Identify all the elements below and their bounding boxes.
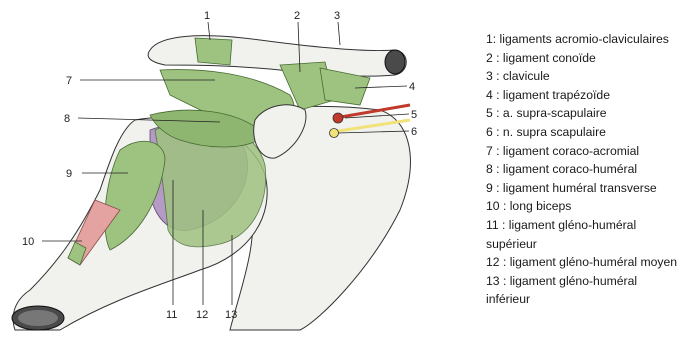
legend-item-12: 12 : ligament gléno-huméral moyen bbox=[486, 253, 684, 272]
legend-item-7: 7 : ligament coraco-acromial bbox=[486, 142, 684, 161]
label-5: 5 bbox=[411, 109, 417, 121]
label-1: 1 bbox=[204, 10, 210, 22]
label-6: 6 bbox=[411, 126, 417, 138]
label-9: 9 bbox=[66, 168, 72, 180]
legend-item-4: 4 : ligament trapézoïde bbox=[486, 86, 684, 105]
label-4: 4 bbox=[409, 81, 415, 93]
label-8: 8 bbox=[64, 113, 70, 125]
legend-item-13: 13 : ligament gléno-huméral inférieur bbox=[486, 272, 684, 309]
label-10: 10 bbox=[22, 236, 34, 248]
legend-list: 1: ligaments acromio-claviculaires 2 : l… bbox=[486, 30, 684, 309]
shoulder-anatomy-illustration: 1 2 3 4 5 6 7 8 9 10 11 12 13 bbox=[0, 0, 470, 338]
legend-item-1: 1: ligaments acromio-claviculaires bbox=[486, 30, 684, 49]
label-3: 3 bbox=[334, 10, 340, 22]
clavicle-cut-end bbox=[385, 50, 405, 74]
legend-item-6: 6 : n. supra scapulaire bbox=[486, 123, 684, 142]
label-7: 7 bbox=[66, 75, 72, 87]
label-13: 13 bbox=[225, 309, 237, 321]
label-11: 11 bbox=[166, 309, 177, 321]
legend-item-9: 9 : ligament huméral transverse bbox=[486, 179, 684, 198]
label-12: 12 bbox=[196, 309, 208, 321]
legend-item-2: 2 : ligament conoïde bbox=[486, 49, 684, 68]
legend-item-5: 5 : a. supra-scapulaire bbox=[486, 104, 684, 123]
legend-item-10: 10 : long biceps bbox=[486, 197, 684, 216]
ligament-acromio-claviculaire bbox=[195, 38, 232, 65]
label-2: 2 bbox=[294, 10, 300, 22]
legend-item-8: 8 : ligament coraco-huméral bbox=[486, 160, 684, 179]
legend-item-3: 3 : clavicule bbox=[486, 67, 684, 86]
legend-item-11: 11 : ligament gléno-huméral supérieur bbox=[486, 216, 684, 253]
